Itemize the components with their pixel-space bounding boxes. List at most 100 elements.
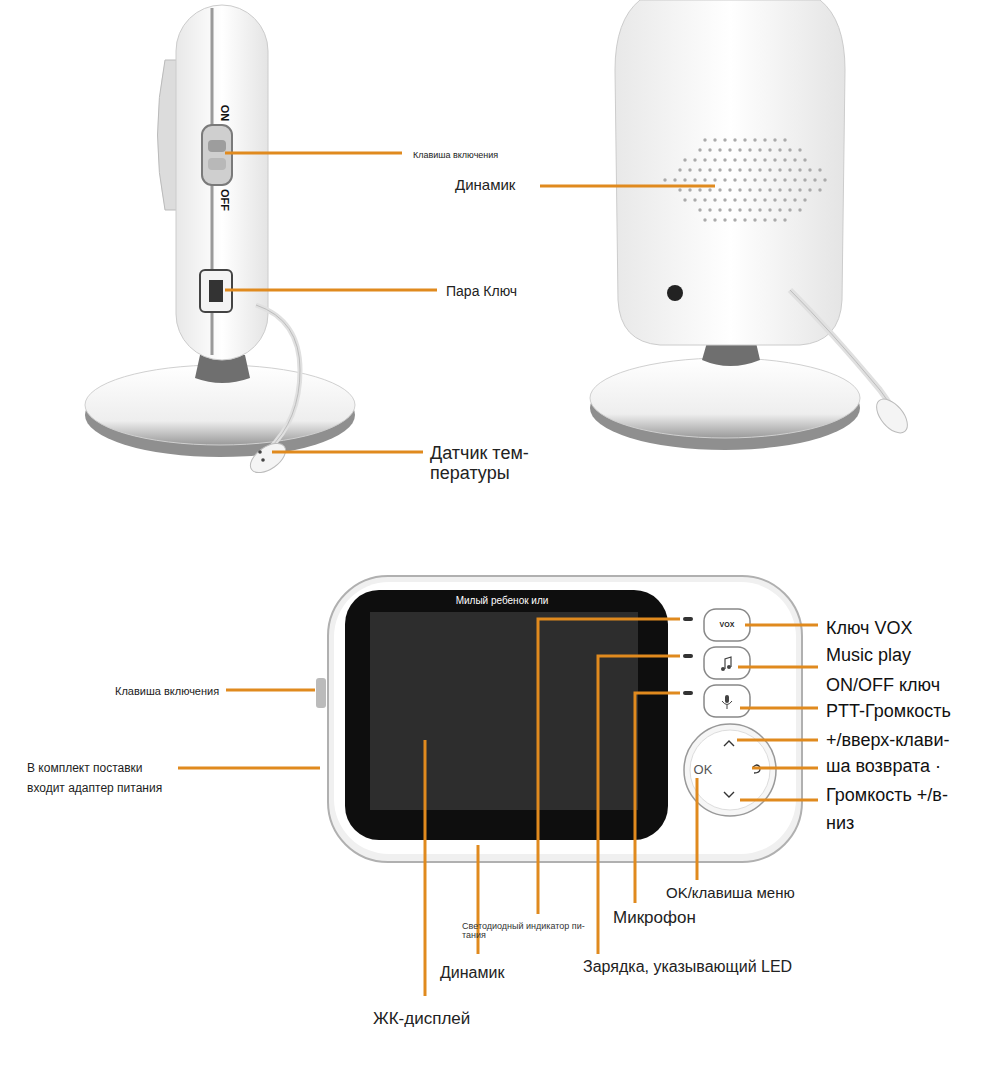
speaker-hole (763, 218, 766, 221)
callout-label: Клавиша включения (115, 685, 219, 698)
speaker-hole (758, 208, 761, 211)
switch-marking: OFF (219, 189, 232, 211)
speaker-hole (708, 208, 711, 211)
speaker-hole (763, 138, 766, 141)
speaker-hole (718, 188, 721, 191)
speaker-hole (738, 168, 741, 171)
speaker-hole (743, 138, 746, 141)
speaker-hole (708, 148, 711, 151)
speaker-hole (748, 208, 751, 211)
speaker-hole (808, 168, 811, 171)
speaker-hole (803, 198, 806, 201)
switch-marking: ON (219, 105, 232, 122)
speaker-hole (753, 218, 756, 221)
speaker-hole (683, 198, 686, 201)
callout-label: Динамик (455, 176, 515, 193)
speaker-hole (678, 168, 681, 171)
speaker-hole (693, 158, 696, 161)
speaker-hole (783, 198, 786, 201)
speaker-hole (803, 158, 806, 161)
speaker-hole (703, 218, 706, 221)
speaker-hole (743, 158, 746, 161)
speaker-hole (743, 218, 746, 221)
speaker-hole (753, 138, 756, 141)
speaker-hole (708, 188, 711, 191)
speaker-hole (713, 158, 716, 161)
speaker-hole (748, 168, 751, 171)
speaker-hole (753, 198, 756, 201)
speaker-hole (768, 188, 771, 191)
camera-back (590, 0, 913, 450)
callout-label: Светодиодный индикатор пи- (462, 921, 585, 931)
speaker-hole (793, 178, 796, 181)
speaker-hole (728, 148, 731, 151)
speaker-hole (723, 178, 726, 181)
speaker-hole (768, 208, 771, 211)
speaker-hole (688, 168, 691, 171)
callout-label: +/вверх-клави- (826, 730, 949, 751)
speaker-hole (768, 148, 771, 151)
callout-label: В комплект поставки (27, 762, 143, 776)
speaker-hole (793, 198, 796, 201)
speaker-hole (778, 188, 781, 191)
callout-label: Ключ VOX (826, 618, 912, 639)
speaker-hole (808, 188, 811, 191)
speaker-hole (783, 158, 786, 161)
speaker-hole (763, 198, 766, 201)
speaker-hole (698, 188, 701, 191)
speaker-hole (718, 168, 721, 171)
callout-label: входит адаптер питания (27, 782, 162, 796)
speaker-hole (778, 208, 781, 211)
speaker-hole (703, 178, 706, 181)
speaker-hole (733, 138, 736, 141)
speaker-hole (773, 218, 776, 221)
speaker-hole (773, 138, 776, 141)
speaker-hole (703, 138, 706, 141)
speaker-hole (788, 168, 791, 171)
speaker-hole (823, 178, 826, 181)
speaker-hole (723, 158, 726, 161)
speaker-hole (758, 168, 761, 171)
speaker-hole (738, 188, 741, 191)
speaker-hole (798, 188, 801, 191)
camera-side (85, 5, 355, 478)
callout-label: Микрофон (613, 908, 696, 928)
speaker-hole (738, 148, 741, 151)
callout-label: PTT-Громкость (826, 701, 951, 722)
speaker-hole (758, 148, 761, 151)
screen-caption: Милый ребенок или (456, 595, 549, 607)
callout-label: ЖК-дисплей (373, 1009, 470, 1029)
speaker-hole (798, 168, 801, 171)
speaker-hole (803, 178, 806, 181)
speaker-hole (788, 208, 791, 211)
speaker-hole (768, 168, 771, 171)
speaker-hole (733, 158, 736, 161)
speaker-hole (728, 168, 731, 171)
speaker-hole (748, 188, 751, 191)
speaker-hole (698, 208, 701, 211)
speaker-hole (698, 168, 701, 171)
callout-label: низ (826, 813, 854, 834)
speaker-hole (793, 158, 796, 161)
callout-label: Громкость +/в- (826, 785, 948, 806)
speaker-hole (773, 178, 776, 181)
speaker-hole (713, 198, 716, 201)
speaker-hole (743, 198, 746, 201)
callout-label: Динамик (440, 964, 504, 982)
speaker-hole (718, 148, 721, 151)
callout-label: ON/OFF ключ (826, 675, 940, 696)
button-marking: VOX (720, 621, 735, 629)
speaker-hole (733, 178, 736, 181)
speaker-hole (783, 178, 786, 181)
speaker-hole (693, 178, 696, 181)
callout-label: тания (462, 930, 486, 940)
speaker-hole (778, 168, 781, 171)
speaker-hole (783, 138, 786, 141)
callout-label: пературы (430, 463, 510, 484)
callout-label: Music play (826, 645, 911, 666)
speaker-hole (683, 158, 686, 161)
speaker-hole (788, 188, 791, 191)
speaker-hole (788, 148, 791, 151)
speaker-hole (728, 208, 731, 211)
